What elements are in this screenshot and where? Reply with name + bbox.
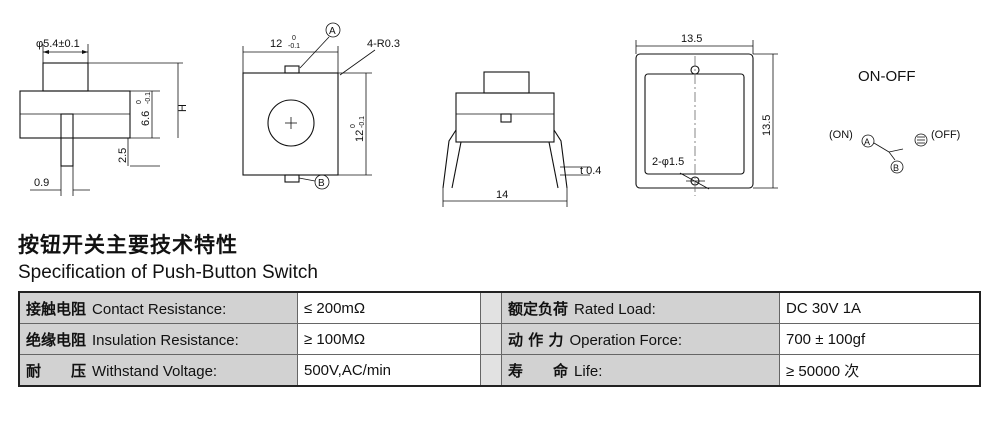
- side-view: φ5.4±0.1 H 6.6 0 -0.1 2.5 0.9: [19, 38, 189, 196]
- dim-holes: 2-φ1.5: [652, 156, 684, 168]
- dim-H: H: [177, 104, 189, 112]
- dim-6-6-tol-lower: -0.1: [145, 92, 152, 104]
- dim-12-width: 12: [270, 38, 282, 50]
- spec-value-insulation-resistance: ≥ 100MΩ: [297, 323, 481, 355]
- dim-2-5: 2.5: [117, 148, 129, 163]
- dim-diameter: φ5.4±0.1: [36, 38, 80, 50]
- spec-value-contact-resistance: ≤ 200mΩ: [297, 291, 481, 324]
- schematic-a-label: A: [864, 137, 870, 147]
- schematic-on-label: (ON): [829, 129, 853, 141]
- dim-6-6: 6.6: [140, 111, 152, 126]
- schematic-off-label: (OFF): [931, 129, 960, 141]
- dim-6-6-tol-upper: 0: [136, 100, 143, 104]
- spec-title-chinese: 按钮开关主要技术特性: [18, 233, 238, 257]
- pin-b-label: B: [318, 178, 325, 189]
- dim-13-5-width: 13.5: [681, 33, 702, 45]
- spec-value-life: ≥ 50000 次: [779, 354, 981, 387]
- dim-radius: 4-R0.3: [367, 38, 400, 50]
- dim-12-height-tol2: -0.1: [359, 116, 366, 128]
- front-view: 14 t 0.4: [442, 71, 601, 207]
- top-view: 12 0 -0.1 A 4-R0.3 12 0 -0.1 B: [242, 22, 400, 190]
- spec-value-withstand-voltage: 500V,AC/min: [297, 354, 481, 387]
- dim-14: 14: [496, 189, 508, 201]
- pin-a-label: A: [329, 26, 336, 37]
- spec-title-english: Specification of Push-Button Switch: [18, 262, 318, 283]
- schematic-b-label: B: [893, 163, 899, 173]
- dim-0-9: 0.9: [34, 177, 49, 189]
- switch-schematic: ON-OFF (ON) A B (OFF): [829, 68, 960, 174]
- technical-drawing: φ5.4±0.1 H 6.6 0 -0.1 2.5 0.9 12 0 -0.1 …: [19, 22, 960, 207]
- dim-12-height-tol: 0: [350, 124, 357, 128]
- dim-13-5-height: 13.5: [761, 115, 773, 136]
- dim-12-width-tol2: -0.1: [288, 43, 300, 50]
- dim-12-width-tol: 0: [292, 35, 296, 42]
- spec-value-rated-load: DC 30V 1A: [779, 291, 981, 324]
- dim-thickness: t 0.4: [580, 165, 601, 177]
- base-view: 13.5 13.5 2-φ1.5: [635, 33, 778, 196]
- spec-value-operation-force: 700 ± 100gf: [779, 323, 981, 355]
- dim-12-height: 12: [354, 130, 366, 142]
- schematic-title: ON-OFF: [858, 68, 916, 85]
